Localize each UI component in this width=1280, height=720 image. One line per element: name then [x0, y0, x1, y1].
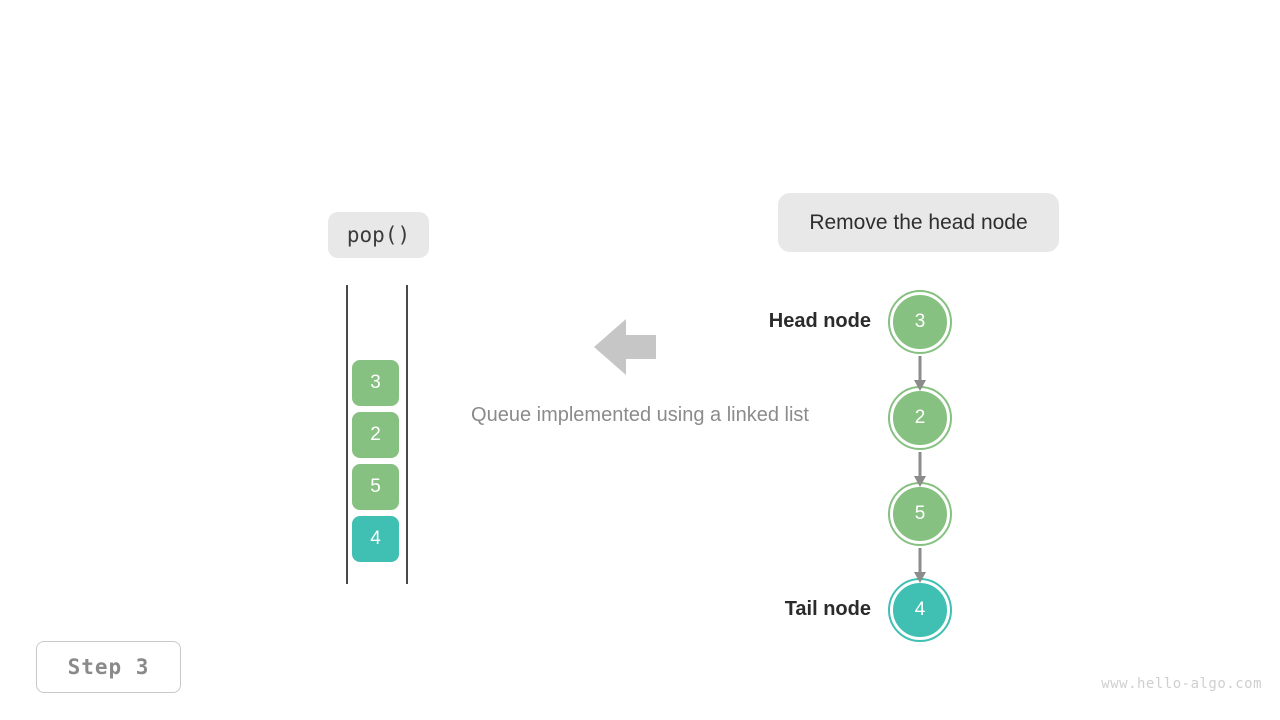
tail-node-label: Tail node	[784, 598, 871, 620]
watermark: www.hello-algo.com	[1101, 676, 1262, 692]
arrow-down-icon	[914, 356, 926, 391]
list-node-value: 5	[914, 503, 926, 524]
queue-cell: 2	[352, 412, 399, 458]
queue-cell: 4	[352, 516, 399, 562]
list-node-value: 3	[914, 311, 926, 332]
list-node: 4	[888, 578, 952, 642]
queue-cell-value: 2	[370, 424, 381, 445]
list-node-value: 4	[914, 599, 926, 620]
list-node: 2	[888, 386, 952, 450]
queue-cell-value: 3	[370, 372, 381, 393]
list-node: 5	[888, 482, 952, 546]
list-node: 3	[888, 290, 952, 354]
operation-code-chip: pop()	[328, 212, 429, 258]
queue-rail-right	[406, 285, 408, 584]
list-node-value: 2	[914, 407, 926, 428]
arrow-left-icon	[594, 319, 656, 375]
head-node-label: Head node	[768, 310, 871, 332]
queue-cell: 5	[352, 464, 399, 510]
queue-cell-value: 4	[370, 528, 381, 549]
queue-cell: 3	[352, 360, 399, 406]
queue-rail-left	[346, 285, 348, 584]
diagram-caption: Queue implemented using a linked list	[471, 404, 809, 426]
arrow-down-icon	[914, 548, 926, 583]
operation-description-chip: Remove the head node	[778, 193, 1059, 252]
step-badge: Step 3	[36, 641, 181, 693]
arrow-down-icon	[914, 452, 926, 487]
queue-cell-value: 5	[370, 476, 381, 497]
